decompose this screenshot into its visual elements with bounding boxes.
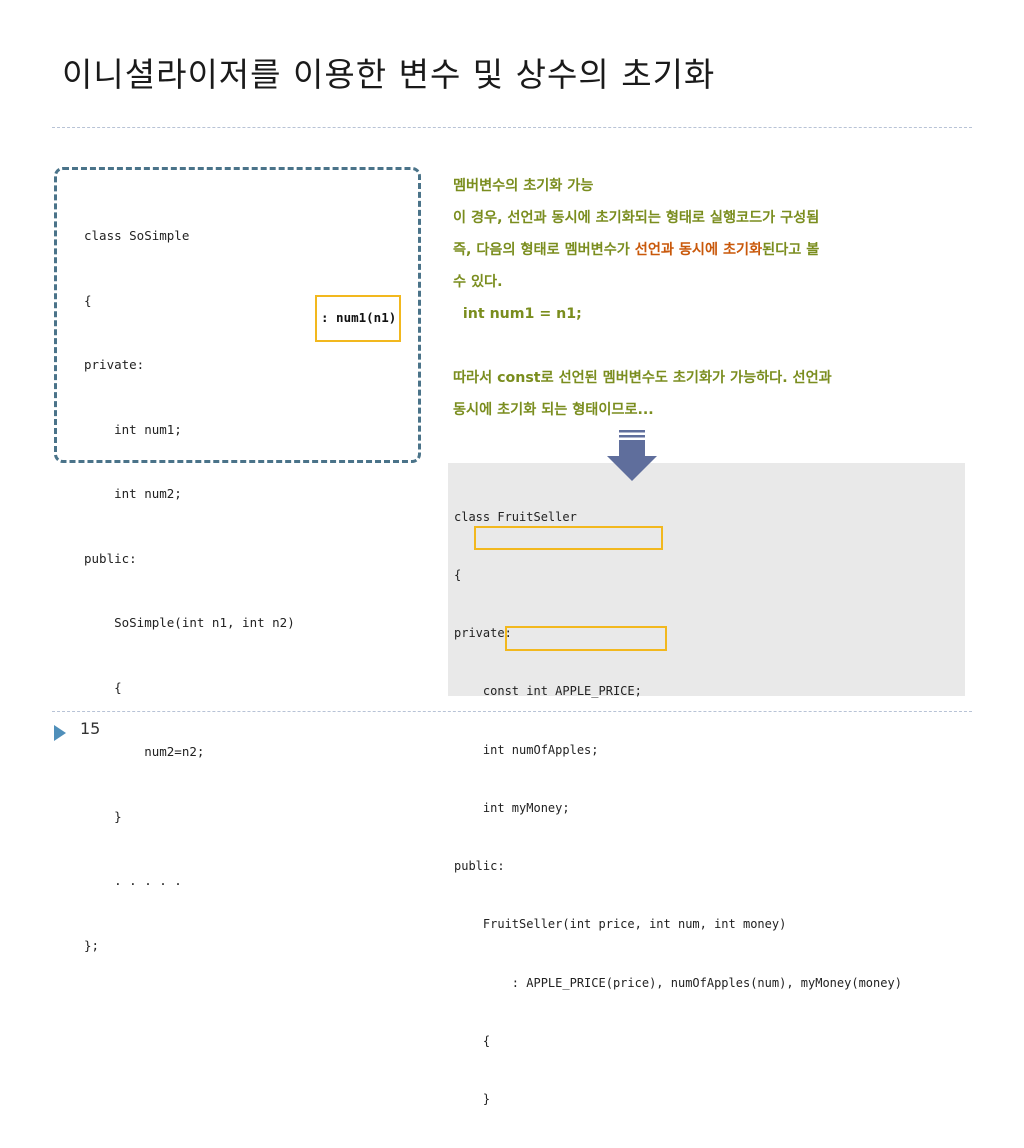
code-line: int num2; [84,486,182,501]
code-line: num2=n2; [84,744,205,759]
explanation-line: 동시에 초기화 되는 형태이므로... [453,402,654,418]
code-line: private: [454,626,512,641]
initializer-text: : num1(n1) [321,310,397,325]
code-line: { [454,568,462,583]
spacer [453,330,983,362]
code-box-fruitseller: class FruitSeller { private: const int A… [448,463,965,1106]
explanation-line: 멤버변수의 초기화 가능 [453,178,594,194]
explanation-fragment: 즉, 다음의 형태로 멤버변수가 [453,242,635,258]
code-line: const int APPLE_PRICE; [454,684,642,699]
code-line: : APPLE_PRICE(price), numOfApples(num), … [454,975,902,990]
initializer-highlight: : num1(n1) [315,295,401,342]
code-line: class SoSimple [84,228,190,243]
explanation-line: 수 있다. [453,274,503,290]
const-member-highlight [474,526,663,550]
code-line: public: [84,550,137,566]
code-listing-fruitseller: class FruitSeller { private: const int A… [454,469,902,1148]
const-initializer-highlight [505,626,667,651]
code-box-sosimple: class SoSimple { private: int num1; int … [54,167,421,953]
code-line: }; [84,937,100,953]
code-line: { [454,1033,491,1048]
explanation-fragment: 된다고 볼 [762,242,820,258]
code-line: } [454,1092,491,1106]
triangle-right-icon [54,725,66,741]
explanation-line: 따라서 const로 선언된 멤버변수도 초기화가 가능하다. 선언과 [453,370,832,386]
code-line: SoSimple(int n1, int n2) [84,615,295,630]
explanation-line: 이 경우, 선언과 동시에 초기화되는 형태로 실행코드가 구성됨 [453,210,820,226]
code-line: private: [84,357,145,372]
code-line: int num1; [84,421,182,437]
code-line: int myMoney; [454,800,570,815]
code-line: FruitSeller(int price, int num, int mone… [454,917,787,932]
explanation-line: 즉, 다음의 형태로 멤버변수가 선언과 동시에 초기화된다고 볼 [453,234,983,266]
explanation-text: 멤버변수의 초기화 가능 이 경우, 선언과 동시에 초기화되는 형태로 실행코… [453,170,983,426]
bottom-divider [52,711,972,712]
code-line: . . . . . [84,873,182,888]
code-line: int numOfApples; [454,742,599,757]
emphasis-text: 선언과 동시에 초기화 [634,242,763,258]
example-code-line: int num1 = n1; [453,306,582,322]
code-line: public: [454,859,505,874]
arrow-down-icon [607,430,657,481]
code-line: } [84,808,122,824]
code-line: { [84,679,122,695]
top-divider [52,127,972,128]
code-line: { [84,292,92,308]
code-listing-sosimple: class SoSimple { private: int num1; int … [84,182,295,999]
slide-title: 이니셜라이저를 이용한 변수 및 상수의 초기화 [62,55,716,94]
page-number: 15 [80,719,101,738]
code-line: class FruitSeller [454,509,577,524]
